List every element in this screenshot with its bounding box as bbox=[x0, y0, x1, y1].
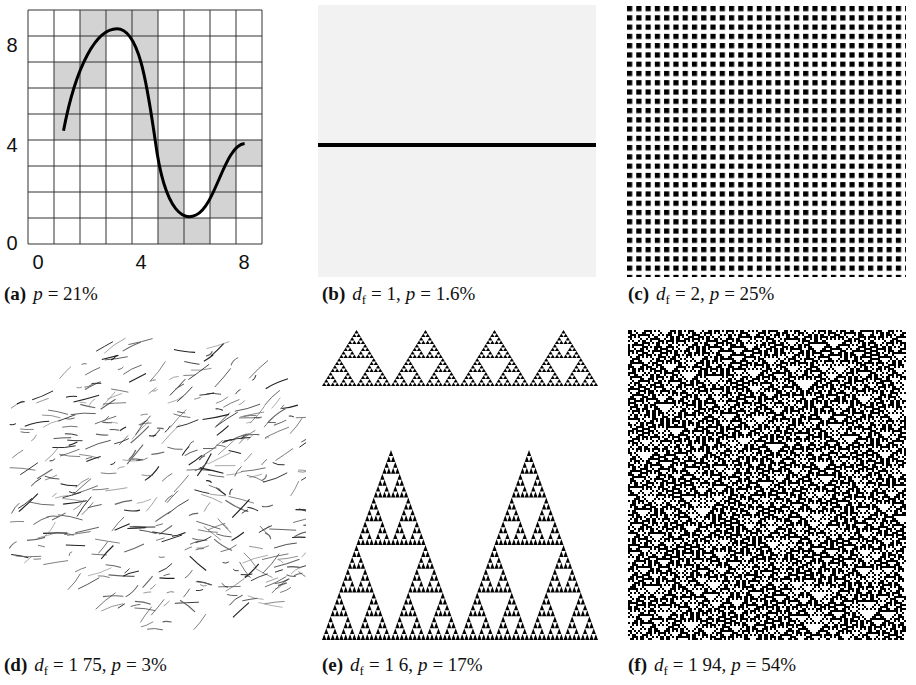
caption-text: = 25% bbox=[724, 284, 774, 303]
caption-text: = 1 94, bbox=[673, 655, 726, 674]
caption-text: p bbox=[406, 284, 416, 303]
covered-cells bbox=[54, 10, 262, 244]
caption-text: p bbox=[710, 284, 720, 303]
axis-tick-label: 0 bbox=[6, 233, 17, 253]
panel-letter: (b) bbox=[322, 284, 345, 303]
subscript: f bbox=[666, 293, 670, 306]
panel-letter: (a) bbox=[4, 284, 26, 303]
curve bbox=[64, 29, 245, 217]
caption-text: = 1 75, bbox=[53, 655, 106, 674]
panel-letter: (c) bbox=[628, 284, 649, 303]
axis-tick-label: 4 bbox=[6, 135, 17, 155]
caption-text: = 1.6% bbox=[420, 284, 475, 303]
caption-text: = 3% bbox=[126, 655, 167, 674]
caption-text: = 17% bbox=[432, 655, 482, 674]
panel-letter: (d) bbox=[4, 655, 27, 674]
caption-text: d bbox=[350, 655, 360, 674]
caption-text: d bbox=[34, 655, 44, 674]
dot-lattice bbox=[626, 5, 906, 277]
panel-caption: (d) df = 1 75, p= 3% bbox=[4, 655, 167, 674]
caption-text: = 54% bbox=[746, 655, 796, 674]
panel-caption: (c) df = 2, p= 25% bbox=[628, 284, 774, 303]
caption-text: = 1, bbox=[371, 284, 401, 303]
caption-text: p bbox=[33, 284, 43, 303]
axis-tick-label: 8 bbox=[6, 35, 17, 55]
sierpinski-pattern bbox=[322, 330, 598, 640]
caption-text: d bbox=[352, 284, 362, 303]
caption-text: d bbox=[656, 284, 666, 303]
subscript: f bbox=[360, 664, 364, 677]
panel-letter: (f) bbox=[628, 655, 647, 674]
subscript: f bbox=[362, 293, 366, 306]
panel-letter: (e) bbox=[322, 655, 343, 674]
caption-text: p bbox=[418, 655, 428, 674]
line-panel bbox=[318, 5, 596, 277]
axis-tick-label: 0 bbox=[32, 252, 43, 272]
panel-caption: (b) df = 1, p= 1.6% bbox=[322, 284, 475, 303]
caption-text: = 21% bbox=[48, 284, 98, 303]
panel-caption: (f) df = 1 94, p = 54% bbox=[628, 655, 796, 674]
caption-text: = 2, bbox=[675, 284, 705, 303]
grid-plot bbox=[0, 0, 300, 250]
axis-tick-label: 4 bbox=[135, 252, 146, 272]
caption-text: = 1 6, bbox=[369, 655, 413, 674]
subscript: f bbox=[44, 664, 48, 677]
panel-caption: (e) df = 1 6, p= 17% bbox=[322, 655, 483, 674]
grid-lines bbox=[28, 10, 262, 244]
caption-text: p bbox=[112, 655, 122, 674]
edge-sketch bbox=[6, 322, 306, 642]
triangle-texture bbox=[628, 330, 906, 640]
caption-text: d bbox=[654, 655, 664, 674]
axis-tick-label: 8 bbox=[238, 252, 249, 272]
panel-caption: (a) p = 21% bbox=[4, 284, 98, 303]
caption-text: p bbox=[731, 655, 741, 674]
subscript: f bbox=[663, 664, 667, 677]
